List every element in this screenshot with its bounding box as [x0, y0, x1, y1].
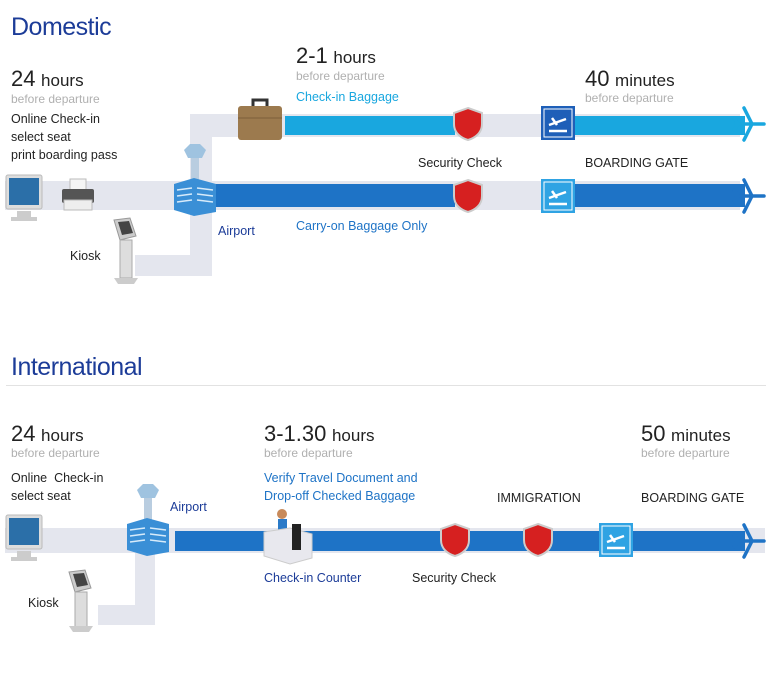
desc-line: select seat	[11, 130, 71, 144]
intl-step2-sub: before departure	[264, 446, 353, 460]
desc-line: print boarding pass	[11, 148, 118, 162]
checkin-counter-label: Check-in Counter	[264, 571, 362, 585]
security-shield-icon	[440, 522, 470, 558]
boarding-gate-icon	[599, 523, 633, 557]
suitcase-icon	[238, 98, 282, 140]
boarding-gate-label: BOARDING GATE	[585, 156, 689, 170]
desc-line: Online Check-in	[11, 112, 100, 126]
domestic-step1-desc: Online Check-in select seat print boardi…	[11, 110, 117, 164]
intl-step3-time: 50 minutes	[641, 421, 731, 446]
domestic-step3-sub: before departure	[585, 91, 674, 105]
security-shield-icon	[453, 178, 483, 214]
airplane-icon	[732, 106, 766, 142]
airplane-icon	[732, 178, 766, 214]
checkin-counter-icon	[263, 509, 313, 565]
immigration-label: IMMIGRATION	[497, 491, 581, 505]
desc-line: Online Check-in	[11, 471, 104, 485]
immigration-shield-icon	[523, 522, 553, 558]
intl-step1-sub: before departure	[11, 446, 100, 460]
intl-step3-sub: before departure	[641, 446, 730, 460]
track-kiosk	[135, 255, 212, 276]
intl-step2-desc: Verify Travel Document and Drop-off Chec…	[264, 469, 418, 505]
intl-step1-desc: Online Check-in select seat	[11, 469, 103, 505]
desc-line: Verify Travel Document and	[264, 471, 418, 485]
intl-track-kiosk	[98, 605, 155, 625]
carryon-path	[215, 184, 455, 207]
intl-boarding-gate-label: BOARDING GATE	[641, 491, 745, 505]
airport-tower-icon	[174, 144, 216, 216]
carryon-label: Carry-on Baggage Only	[296, 219, 428, 233]
checkin-baggage-path	[285, 116, 455, 135]
intl-security-label: Security Check	[412, 571, 497, 585]
computer-icon	[5, 174, 43, 221]
intl-kiosk-label: Kiosk	[28, 596, 59, 610]
domestic-title: Domestic	[11, 13, 112, 41]
airport-label: Airport	[218, 224, 255, 238]
domestic-step1-time: 24 hours	[11, 66, 84, 91]
checkin-baggage-label: Check-in Baggage	[296, 90, 399, 104]
intl-airport-label: Airport	[170, 500, 207, 514]
printer-icon	[62, 178, 94, 211]
domestic-step3-time: 40 minutes	[585, 66, 675, 91]
intl-step1-time: 24 hours	[11, 421, 84, 446]
kiosk-icon	[113, 217, 138, 284]
boarding-path-lower	[575, 184, 745, 207]
security-check-label: Security Check	[418, 156, 503, 170]
kiosk-icon	[68, 569, 93, 632]
computer-icon	[5, 514, 43, 561]
domestic-step2-time: 2-1 hours	[296, 43, 376, 68]
domestic-step2-sub: before departure	[296, 69, 385, 83]
international-title: International	[11, 353, 143, 381]
security-shield-icon	[453, 106, 483, 142]
airport-tower-icon	[127, 484, 169, 556]
airplane-icon	[732, 523, 766, 559]
intl-boarding-path	[632, 531, 745, 551]
boarding-path-upper	[575, 116, 745, 135]
desc-line: Drop-off Checked Baggage	[264, 489, 416, 503]
desc-line: select seat	[11, 489, 71, 503]
intl-step2-time: 3-1.30 hours	[264, 421, 375, 446]
domestic-step1-sub: before departure	[11, 92, 100, 106]
boarding-gate-icon	[541, 106, 575, 140]
boarding-gate-icon	[541, 179, 575, 213]
kiosk-label: Kiosk	[70, 249, 101, 263]
section-divider	[6, 385, 766, 386]
